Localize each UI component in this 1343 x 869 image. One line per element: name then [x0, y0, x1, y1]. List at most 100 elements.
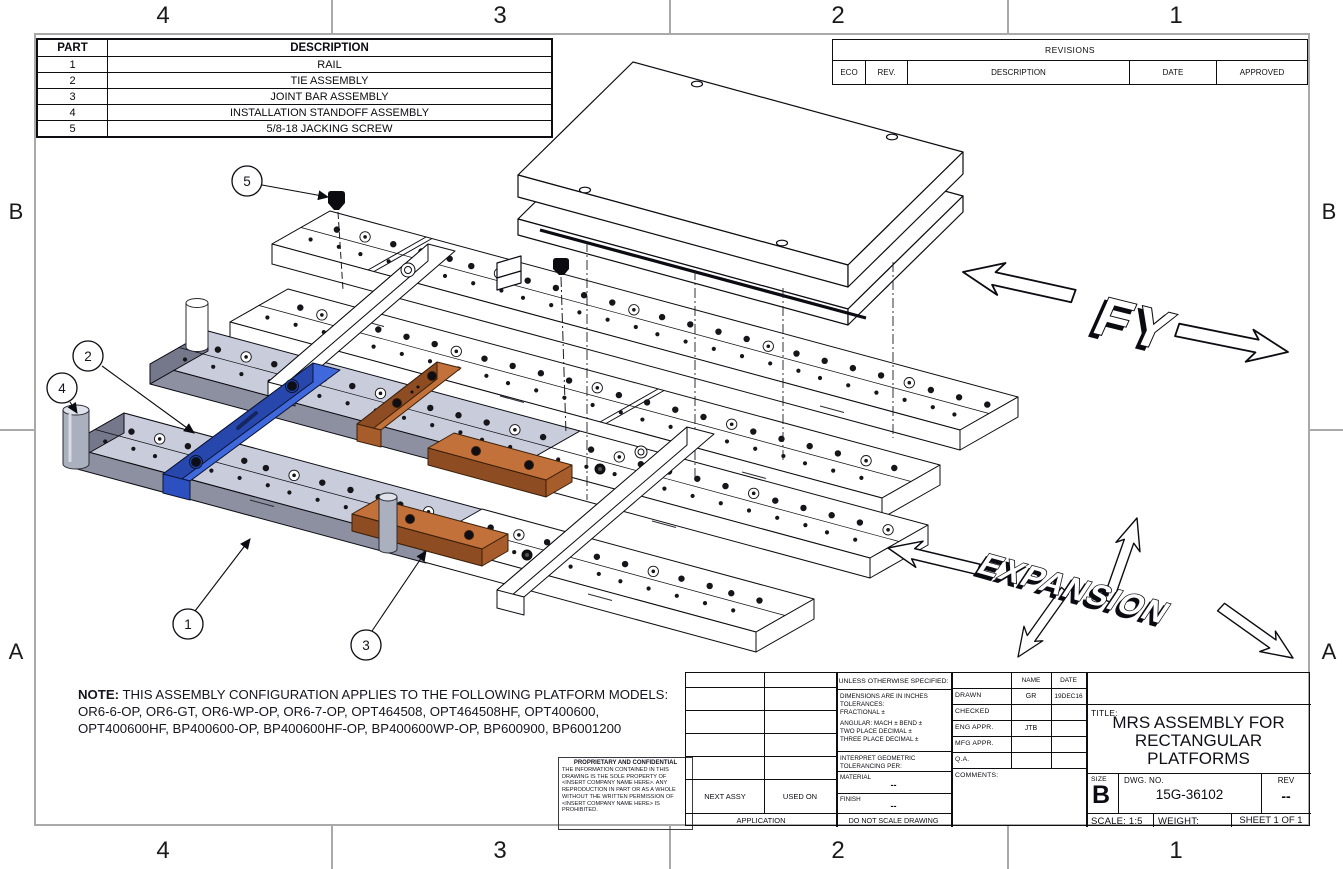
note-line-3: OPT400600HF, BP400600-OP, BP400600HF-OP,… — [78, 721, 622, 736]
balloon-number: 3 — [362, 638, 370, 653]
eng-appr-label: ENG APPR. — [955, 724, 994, 731]
revisions-header: DATE — [1130, 61, 1217, 84]
scale-value: SCALE: 1:5 — [1091, 816, 1143, 827]
parts-cell: 2 — [38, 73, 108, 89]
zone-label: 4 — [156, 837, 170, 864]
note-line-1: NOTE: THIS ASSEMBLY CONFIGURATION APPLIE… — [78, 687, 669, 702]
jacking-screw-1 — [328, 191, 345, 210]
rail-track-4 — [271, 210, 1019, 451]
mfg-appr-label: MFG APPR. — [955, 740, 994, 747]
balloon-1 — [172, 608, 204, 640]
title-block: NEXT ASSY USED ON APPLICATION UNLESS OTH… — [685, 672, 1311, 827]
application-label: APPLICATION — [736, 815, 786, 825]
platform-plates — [496, 61, 964, 326]
parts-cell: JOINT BAR ASSEMBLY — [108, 89, 551, 105]
balloon-callouts: 1 2 3 4 5 — [46, 165, 427, 661]
joint-bar-b — [427, 432, 573, 498]
parts-cell: 4 — [38, 105, 108, 121]
drawn-label: DRAWN — [955, 692, 982, 699]
zone-tick — [331, 0, 333, 33]
zone-tick — [1310, 429, 1343, 431]
qa-label: Q.A. — [955, 756, 970, 763]
revisions-header: REV. — [866, 61, 908, 84]
zone-label: 3 — [493, 837, 507, 864]
rev-label: REV — [1277, 775, 1295, 785]
tolerance-line: DIMENSIONS ARE IN INCHES — [840, 693, 928, 700]
material-value: -- — [890, 780, 897, 790]
parts-cell: RAIL — [108, 57, 551, 73]
revisions-table: REVISIONS ECO REV. DESCRIPTION DATE APPR… — [832, 39, 1308, 85]
tolerance-line: FRACTIONAL ± — [840, 709, 885, 716]
zone-label: 1 — [1169, 837, 1183, 864]
tie-assembly-blue-bar — [162, 362, 341, 501]
zone-label: A — [8, 639, 24, 664]
jacking-screw-2 — [553, 258, 569, 275]
sheet-value: SHEET 1 OF 1 — [1239, 814, 1303, 826]
rail-track-2-white — [521, 430, 929, 579]
parts-cell: 1 — [38, 57, 108, 73]
platform-models-note: NOTE: THIS ASSEMBLY CONFIGURATION APPLIE… — [78, 686, 678, 737]
zone-label: B — [1321, 199, 1337, 224]
parts-cell: 3 — [38, 89, 108, 105]
jacking-screws — [328, 191, 569, 435]
zone-tick — [1007, 0, 1009, 33]
joint-bar-a — [356, 361, 462, 448]
balloon-number: 2 — [84, 349, 92, 364]
comments-label: COMMENTS: — [955, 772, 999, 779]
note-line-2: OR6-6-OP, OR6-GT, OR6-WP-OP, OR6-7-OP, O… — [78, 704, 600, 719]
projection-lines — [586, 242, 894, 500]
zone-tick — [669, 826, 671, 869]
size-label: SIZE — [1091, 776, 1107, 783]
standoff-cylinders — [62, 298, 398, 554]
weight-label: WEIGHT: — [1158, 816, 1199, 827]
zone-label: A — [1321, 639, 1337, 664]
zone-label: 2 — [831, 837, 845, 864]
size-value: B — [1092, 781, 1111, 809]
standoff-cylinder-mid — [185, 298, 209, 352]
balloon-number: 5 — [243, 174, 251, 189]
rail-tracks — [65, 210, 1019, 653]
proprietary-title: PROPRIETARY AND CONFIDENTIAL — [573, 760, 678, 766]
name-header: NAME — [1021, 677, 1041, 684]
used-on-label: USED ON — [782, 791, 818, 801]
fy-direction-arrows: FY FY — [959, 254, 1292, 370]
balloon-2 — [72, 340, 104, 372]
parts-header-description: DESCRIPTION — [108, 40, 551, 57]
dwg-no-value: 15G-36102 — [1155, 786, 1224, 802]
revisions-title: REVISIONS — [833, 40, 1307, 61]
rail-holes — [103, 226, 991, 613]
tolerance-line: ANGULAR: MACH ± BEND ± — [840, 720, 923, 727]
parts-cell: INSTALLATION STANDOFF ASSEMBLY — [108, 105, 551, 121]
standoff-cylinder-right — [378, 492, 398, 554]
parts-table: PART DESCRIPTION 1 RAIL 2 TIE ASSEMBLY 3… — [36, 38, 553, 138]
tie-bar-middle-white — [496, 426, 715, 616]
zone-tick — [669, 0, 671, 33]
drawn-date: 19DEC16 — [1054, 692, 1083, 700]
unless-otherwise-label: UNLESS OTHERWISE SPECIFIED: — [838, 677, 949, 685]
border-top — [34, 33, 1310, 35]
balloon-4 — [46, 372, 78, 404]
zone-label: 3 — [493, 2, 507, 29]
revisions-header: APPROVED — [1239, 68, 1285, 77]
platform-top-plate — [517, 61, 964, 288]
zone-label: 1 — [1169, 2, 1183, 29]
note-label: NOTE: — [78, 687, 120, 702]
rev-value: -- — [1281, 788, 1291, 804]
zone-tick — [0, 429, 34, 431]
plate-gap-shadow — [539, 228, 867, 320]
zone-label: 4 — [156, 2, 170, 29]
tolerancing-per-label: TOLERANCING PER: — [840, 763, 902, 770]
revisions-header: DESCRIPTION — [908, 61, 1130, 84]
zone-label: 2 — [831, 2, 845, 29]
material-label: MATERIAL — [840, 774, 872, 781]
title-label: TITLE: — [1091, 708, 1118, 718]
balloon-number: 1 — [184, 617, 192, 632]
do-not-scale-label: DO NOT SCALE DRAWING — [848, 815, 939, 825]
tolerance-line: TOLERANCES: — [840, 701, 885, 708]
zone-tick — [1007, 826, 1009, 869]
border-left — [34, 33, 36, 826]
tolerance-line: TWO PLACE DECIMAL ± — [840, 728, 912, 735]
revisions-header: ECO — [833, 61, 866, 84]
proprietary-body: THE INFORMATION CONTAINED IN THIS DRAWIN… — [562, 767, 676, 814]
parts-header-part: PART — [38, 40, 108, 57]
